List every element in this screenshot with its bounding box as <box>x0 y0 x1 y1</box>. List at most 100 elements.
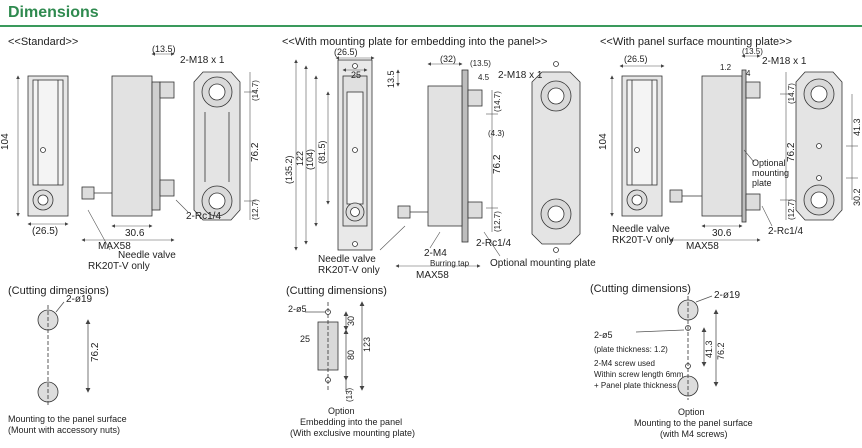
srf-cut-d41: 41.3 <box>704 340 714 358</box>
emb-cut-heading: (Cutting dimensions) <box>286 285 387 297</box>
srf-cut-note1: Option <box>678 407 705 417</box>
emb-d43: (4.3) <box>488 129 505 138</box>
emb-d13v: 13.5 <box>386 70 396 88</box>
std-w26: (26.5) <box>32 226 58 237</box>
embed-heading: <<With mounting plate for embedding into… <box>282 36 548 48</box>
emb-w25: 25 <box>351 70 361 80</box>
std-d14: (14.7) <box>251 80 260 101</box>
emb-m4: 2-M4 <box>424 248 447 259</box>
standard-dimension-lines <box>16 52 256 251</box>
srf-cut-note2: Mounting to the panel surface <box>634 418 753 428</box>
srf-d13: (13.5) <box>742 47 763 56</box>
srf-nv2: RK20T-V only <box>612 235 674 246</box>
surface-rear-view <box>795 71 843 221</box>
embed-front-view <box>337 59 373 251</box>
srf-d30: 30.2 <box>852 188 862 206</box>
srf-opt1: Optional <box>752 158 786 168</box>
emb-cut-d30: 30 <box>346 316 356 326</box>
emb-d122: 122 <box>295 151 305 166</box>
srf-d14: (14.7) <box>787 83 796 104</box>
page-title: Dimensions <box>8 4 99 21</box>
emb-w26: (26.5) <box>334 47 358 57</box>
emb-d13b: (13.5) <box>470 59 491 68</box>
srf-cut-note3: (with M4 screws) <box>660 429 728 439</box>
emb-cut-d80: 80 <box>346 350 356 360</box>
emb-cut-shape <box>305 301 365 392</box>
surface-heading: <<With panel surface mounting plate>> <box>600 36 793 48</box>
emb-m18: 2-M18 x 1 <box>498 70 543 81</box>
srf-opt3: plate <box>752 178 772 188</box>
srf-h104: 104 <box>598 133 609 150</box>
standard-front-view <box>27 75 69 217</box>
srf-cut-heading: (Cutting dimensions) <box>590 283 691 295</box>
emb-d32: (32) <box>440 54 456 64</box>
srf-m18: 2-M18 x 1 <box>762 56 807 67</box>
srf-cut-screw1: 2-M4 screw used <box>594 359 655 368</box>
std-nv1: Needle valve <box>118 250 176 261</box>
srf-max58: MAX58 <box>686 241 719 252</box>
emb-d135: (135.2) <box>284 155 294 184</box>
surface-side-view <box>669 69 761 223</box>
srf-cut-d76: 76.2 <box>716 342 726 360</box>
emb-burring: Burring tap <box>430 259 470 268</box>
srf-cut-holes <box>635 295 719 400</box>
srf-cut-hole19: 2-ø19 <box>714 290 741 301</box>
std-rc14: 2-Rc1/4 <box>186 211 221 222</box>
emb-cut-d123: 123 <box>362 337 372 352</box>
emb-cut-d13: (13) <box>345 387 354 402</box>
std-nv2: RK20T-V only <box>88 261 150 272</box>
srf-d4: 4 <box>746 69 751 78</box>
srf-d306: 30.6 <box>712 228 732 239</box>
srf-opt2: mounting <box>752 168 789 178</box>
std-cut-note2: (Mount with accessory nuts) <box>8 425 120 435</box>
srf-cut-screw2: Within screw length 6mm <box>594 370 684 379</box>
srf-d41: 41.3 <box>852 118 862 136</box>
srf-d76: 76.2 <box>786 142 797 162</box>
std-m18: 2-M18 x 1 <box>180 55 225 66</box>
emb-nv1: Needle valve <box>318 254 376 265</box>
emb-nv2: RK20T-V only <box>318 265 380 276</box>
std-d76: 76.2 <box>250 142 261 162</box>
emb-d45: 4.5 <box>478 73 490 82</box>
srf-nv1: Needle valve <box>612 224 670 235</box>
emb-cut-note3: (With exclusive mounting plate) <box>290 428 415 438</box>
emb-cut-note2: Embedding into the panel <box>300 417 402 427</box>
srf-w26: (26.5) <box>624 54 648 64</box>
srf-d12: 1.2 <box>720 63 732 72</box>
srf-rc14: 2-Rc1/4 <box>768 226 803 237</box>
std-cut-holes <box>37 301 91 407</box>
emb-cut-note1: Option <box>328 406 355 416</box>
std-d13: (13.5) <box>152 44 176 54</box>
standard-rear-view <box>193 71 241 221</box>
std-cut-heading: (Cutting dimensions) <box>8 285 109 297</box>
emb-d14: (14.7) <box>493 91 502 112</box>
std-d12: (12.7) <box>251 199 260 220</box>
emb-d81: (81.5) <box>317 140 327 164</box>
std-max58: MAX58 <box>98 241 131 252</box>
surface-front-view <box>621 75 663 217</box>
emb-d104: (104) <box>305 149 315 170</box>
emb-max58: MAX58 <box>416 270 449 281</box>
emb-cut-w25: 25 <box>300 334 310 344</box>
std-h104: 104 <box>0 133 11 150</box>
standard-side-view <box>81 75 175 217</box>
srf-d127: (12.7) <box>787 199 796 220</box>
emb-rc14: 2-Rc1/4 <box>476 238 511 249</box>
emb-optplate: Optional mounting plate <box>490 258 596 269</box>
std-cut-hole: 2-ø19 <box>66 294 93 305</box>
surface-dimension-lines <box>610 54 858 242</box>
emb-d12: (12.7) <box>493 211 502 232</box>
embed-rear-view <box>531 61 581 253</box>
standard-heading: <<Standard>> <box>8 36 79 48</box>
title-rule <box>0 25 862 27</box>
std-cut-pitch: 76.2 <box>90 342 101 362</box>
emb-d76: 76.2 <box>492 154 503 174</box>
srf-cut-hole5: 2-ø5 <box>594 330 613 340</box>
embed-side-view <box>397 69 483 243</box>
srf-cut-thick: (plate thickness: 1.2) <box>594 345 668 354</box>
srf-cut-screw3: + Panel plate thickness <box>594 381 677 390</box>
std-d30: 30.6 <box>125 228 145 239</box>
emb-cut-hole: 2-ø5 <box>288 304 307 314</box>
std-cut-note1: Mounting to the panel surface <box>8 414 127 424</box>
